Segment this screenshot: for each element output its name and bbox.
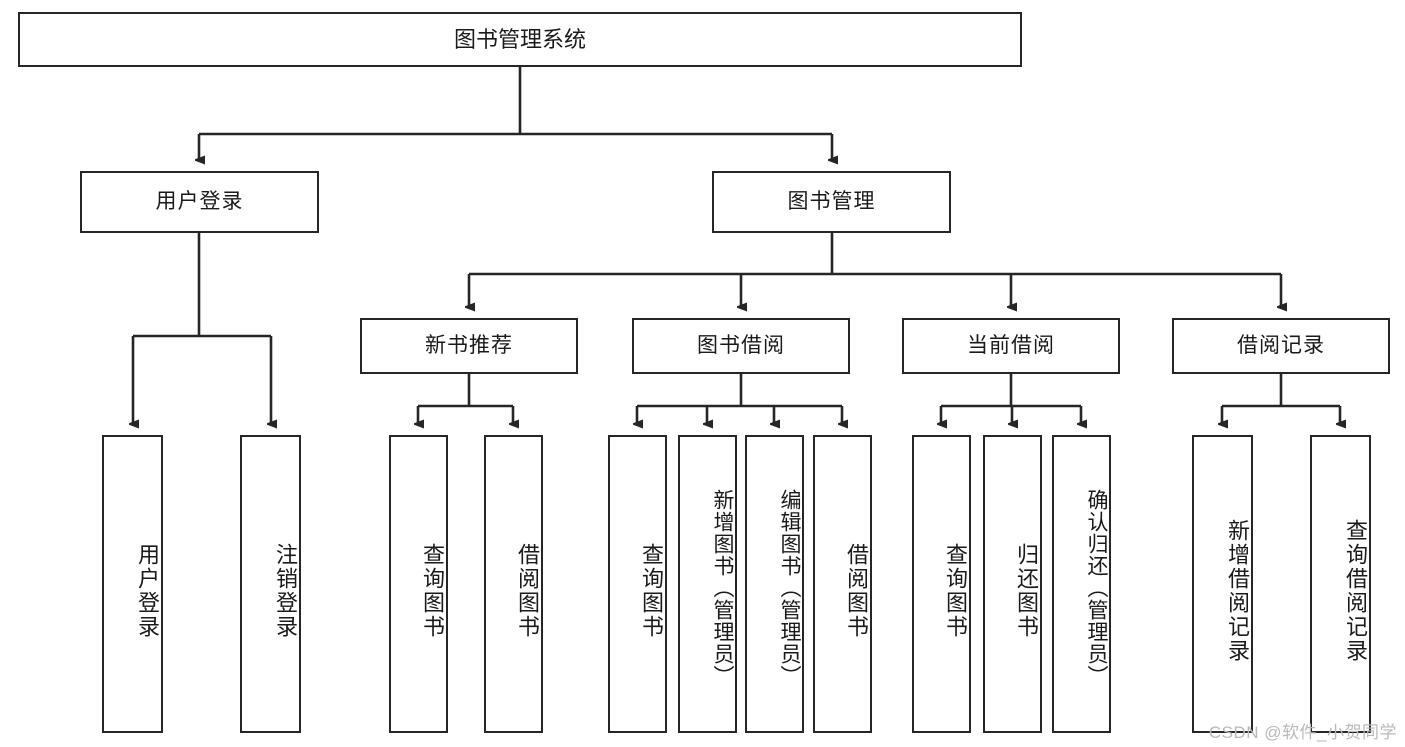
leaf-query-book-borrow[interactable]: 查询图书 (608, 435, 667, 733)
node-new-book-recommend[interactable]: 新书推荐 (360, 318, 578, 374)
leaf-confirm-return-admin[interactable]: 确认归还（管理员） (1052, 435, 1111, 733)
node-borrow-record[interactable]: 借阅记录 (1172, 318, 1390, 374)
leaf-query-book-current[interactable]: 查询图书 (912, 435, 971, 733)
node-root-system[interactable]: 图书管理系统 (18, 12, 1022, 67)
node-current-borrow[interactable]: 当前借阅 (902, 318, 1120, 374)
leaf-edit-book-admin[interactable]: 编辑图书（管理员） (745, 435, 804, 733)
node-user-login[interactable]: 用户登录 (80, 171, 319, 233)
csdn-watermark: CSDN @软件_小贺同学 (1208, 723, 1397, 742)
leaf-query-book-recommend[interactable]: 查询图书 (389, 435, 448, 733)
node-book-management[interactable]: 图书管理 (712, 171, 951, 233)
leaf-query-borrow-record[interactable]: 查询借阅记录 (1310, 435, 1371, 733)
leaf-add-book-admin[interactable]: 新增图书（管理员） (678, 435, 737, 733)
node-book-borrow[interactable]: 图书借阅 (632, 318, 850, 374)
leaf-logout[interactable]: 注销登录 (240, 435, 301, 733)
leaf-borrow-book-recommend[interactable]: 借阅图书 (484, 435, 543, 733)
leaf-borrow-book[interactable]: 借阅图书 (813, 435, 872, 733)
leaf-user-login[interactable]: 用户登录 (102, 435, 163, 733)
leaf-add-borrow-record[interactable]: 新增借阅记录 (1192, 435, 1253, 733)
leaf-return-book[interactable]: 归还图书 (983, 435, 1042, 733)
